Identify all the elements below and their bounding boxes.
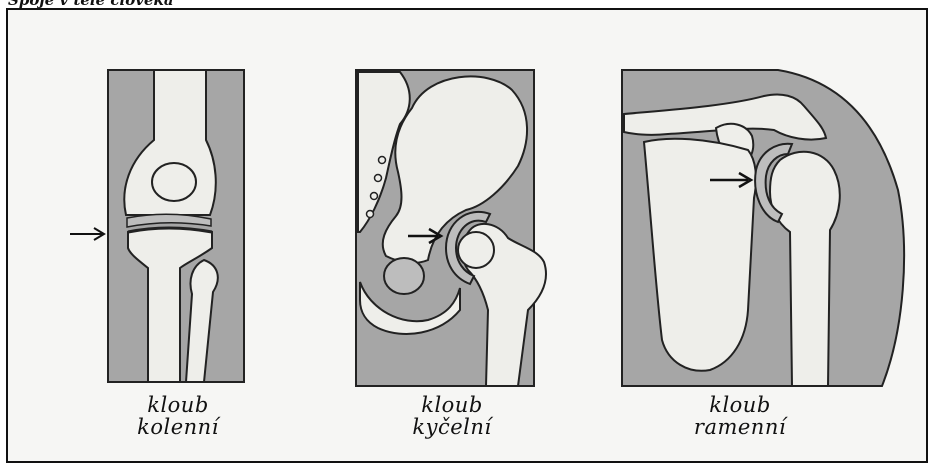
shoulder-caption: kloub ramenní [672, 394, 808, 438]
knee-caption-line2: kolenní [110, 416, 246, 438]
hip-caption-line2: kyčelní [384, 416, 520, 438]
knee-caption-line1: kloub [110, 394, 246, 416]
header-strip: Spoje v těle člověka [0, 0, 938, 8]
knee-caption: kloub kolenní [110, 394, 246, 438]
header-text: Spoje v těle člověka [8, 0, 174, 8]
illustration-frame: kloub kolenní kloub kyčelní kloub ramenn… [6, 8, 928, 463]
shoulder-caption-line2: ramenní [672, 416, 808, 438]
hip-caption: kloub kyčelní [384, 394, 520, 438]
hip-caption-line1: kloub [384, 394, 520, 416]
shoulder-caption-line1: kloub [672, 394, 808, 416]
